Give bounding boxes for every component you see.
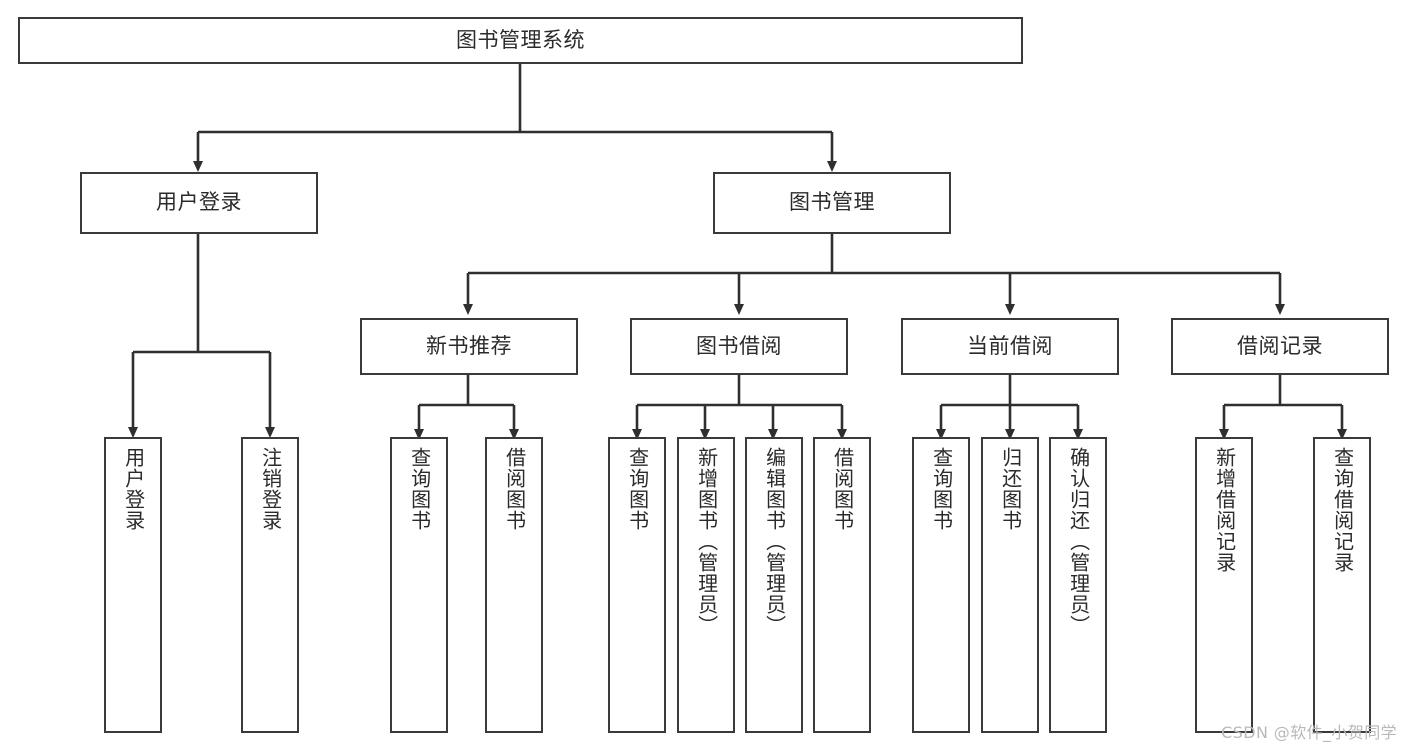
node-label: 图书管理系统 bbox=[456, 27, 585, 52]
node-label: 新增图书（管理员） bbox=[694, 447, 719, 636]
leaf-record-query-record[interactable]: 查询借阅记录 bbox=[1313, 437, 1371, 733]
node-label: 确认归还（管理员） bbox=[1066, 447, 1091, 636]
node-new-book-recommend[interactable]: 新书推荐 bbox=[360, 318, 578, 375]
leaf-user-login-logout[interactable]: 注销登录 bbox=[241, 437, 299, 733]
node-label: 借阅记录 bbox=[1237, 333, 1323, 358]
node-label: 图书管理 bbox=[789, 190, 875, 215]
leaf-recommend-query-book[interactable]: 查询图书 bbox=[390, 437, 448, 733]
node-root-system[interactable]: 图书管理系统 bbox=[18, 17, 1023, 64]
leaf-recommend-borrow-book[interactable]: 借阅图书 bbox=[485, 437, 543, 733]
node-label: 归还图书 bbox=[998, 447, 1023, 531]
leaf-current-query-book[interactable]: 查询图书 bbox=[912, 437, 970, 733]
node-label: 查询图书 bbox=[625, 447, 650, 531]
node-label: 新书推荐 bbox=[426, 333, 512, 358]
leaf-borrow-query-book[interactable]: 查询图书 bbox=[608, 437, 666, 733]
leaf-record-add-record[interactable]: 新增借阅记录 bbox=[1195, 437, 1253, 733]
node-label: 编辑图书（管理员） bbox=[762, 447, 787, 636]
leaf-borrow-add-book-admin[interactable]: 新增图书（管理员） bbox=[677, 437, 735, 733]
node-book-borrow[interactable]: 图书借阅 bbox=[630, 318, 848, 375]
leaf-current-confirm-return-admin[interactable]: 确认归还（管理员） bbox=[1049, 437, 1107, 733]
node-label: 新增借阅记录 bbox=[1212, 447, 1237, 573]
leaf-borrow-edit-book-admin[interactable]: 编辑图书（管理员） bbox=[745, 437, 803, 733]
node-label: 查询借阅记录 bbox=[1330, 447, 1355, 573]
node-book-management[interactable]: 图书管理 bbox=[713, 172, 951, 234]
node-label: 借阅图书 bbox=[830, 447, 855, 531]
node-label: 当前借阅 bbox=[967, 333, 1053, 358]
leaf-current-return-book[interactable]: 归还图书 bbox=[981, 437, 1039, 733]
node-label: 查询图书 bbox=[929, 447, 954, 531]
node-user-login[interactable]: 用户登录 bbox=[80, 172, 318, 234]
watermark: CSDN @软件_小贺同学 bbox=[1221, 723, 1397, 742]
node-label: 用户登录 bbox=[121, 447, 146, 531]
node-label: 注销登录 bbox=[258, 447, 283, 531]
node-label: 图书借阅 bbox=[696, 333, 782, 358]
node-label: 借阅图书 bbox=[502, 447, 527, 531]
node-current-borrow[interactable]: 当前借阅 bbox=[901, 318, 1119, 375]
node-borrow-record[interactable]: 借阅记录 bbox=[1171, 318, 1389, 375]
node-label: 用户登录 bbox=[156, 190, 242, 215]
leaf-borrow-borrow-book[interactable]: 借阅图书 bbox=[813, 437, 871, 733]
node-label: 查询图书 bbox=[407, 447, 432, 531]
leaf-user-login-login[interactable]: 用户登录 bbox=[104, 437, 162, 733]
